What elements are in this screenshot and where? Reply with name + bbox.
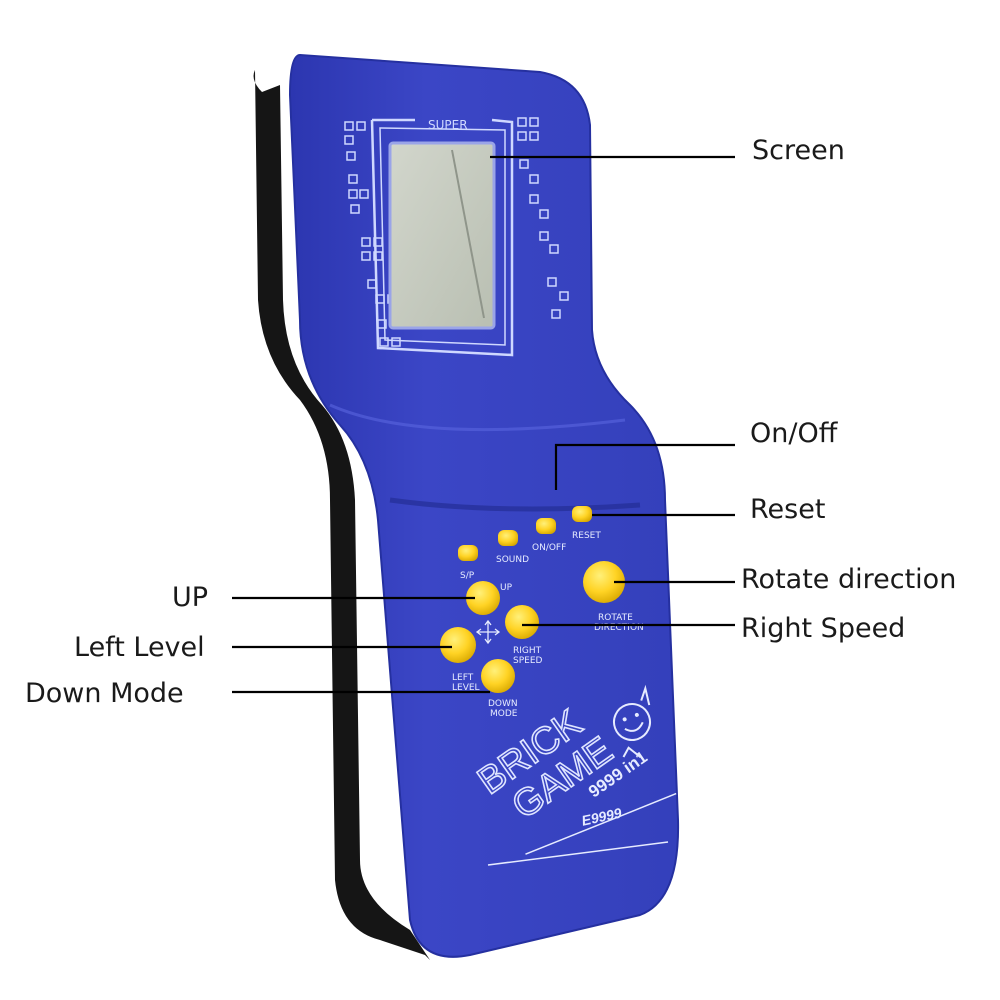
screen-frame-inner — [379, 127, 506, 346]
sound-button[interactable] — [498, 530, 518, 546]
lcd-screen — [388, 141, 496, 330]
onoff-leader — [554, 443, 735, 490]
brick-decor-right — [517, 117, 569, 319]
onoff-label: ON/OFF — [532, 543, 566, 553]
screen-frame — [370, 118, 514, 357]
sp-button[interactable] — [458, 545, 478, 561]
brick-decor-left — [344, 121, 401, 347]
callout-screen: Screen — [752, 135, 845, 166]
device-side-edge — [253, 70, 430, 960]
callout-reset: Reset — [750, 494, 825, 525]
callout-right-speed: Right Speed — [741, 613, 905, 644]
function-buttons: S/P SOUND ON/OFF RESET — [458, 506, 601, 581]
rotate-label-1: ROTATE — [598, 613, 633, 623]
down-mode-button[interactable] — [481, 659, 515, 693]
down-label-1: DOWN — [488, 699, 518, 709]
sound-label: SOUND — [496, 555, 529, 565]
control-buttons: UP RIGHT SPEED LEFT LEVEL DOWN MODE ROTA… — [440, 561, 644, 719]
callout-rotate: Rotate direction — [741, 564, 956, 595]
sp-label: S/P — [460, 571, 475, 581]
leader-lines — [232, 155, 735, 694]
callout-left-level: Left Level — [74, 632, 205, 663]
handheld-device: SUPER — [253, 53, 680, 960]
left-label-2: LEVEL — [452, 683, 480, 693]
left-label-1: LEFT — [452, 673, 474, 683]
down-label-2: MODE — [490, 709, 518, 719]
right-label-1: RIGHT — [513, 646, 542, 656]
brand-top: SUPER — [428, 118, 468, 132]
up-button[interactable] — [466, 581, 500, 615]
rotate-label-2: DIRECTION — [594, 623, 644, 633]
reset-label: RESET — [572, 531, 601, 541]
callout-labels: Screen On/Off Reset Rotate direction Rig… — [25, 135, 956, 709]
right-label-2: SPEED — [513, 656, 543, 666]
dpad-arrows-icon — [475, 619, 501, 645]
bottom-rule — [487, 841, 669, 866]
left-level-button[interactable] — [440, 627, 476, 663]
callout-onoff: On/Off — [750, 418, 839, 449]
rotate-direction-button[interactable] — [583, 561, 625, 603]
right-speed-button[interactable] — [505, 605, 539, 639]
lcd-divider — [451, 149, 485, 319]
callout-down-mode: Down Mode — [25, 678, 184, 709]
up-label: UP — [500, 583, 513, 593]
smiley-mascot-icon — [613, 684, 651, 758]
waist-shadow — [389, 497, 641, 512]
onoff-button[interactable] — [536, 518, 556, 534]
reset-button[interactable] — [572, 506, 592, 522]
callout-up: UP — [172, 582, 208, 613]
waist-highlight — [329, 403, 626, 432]
